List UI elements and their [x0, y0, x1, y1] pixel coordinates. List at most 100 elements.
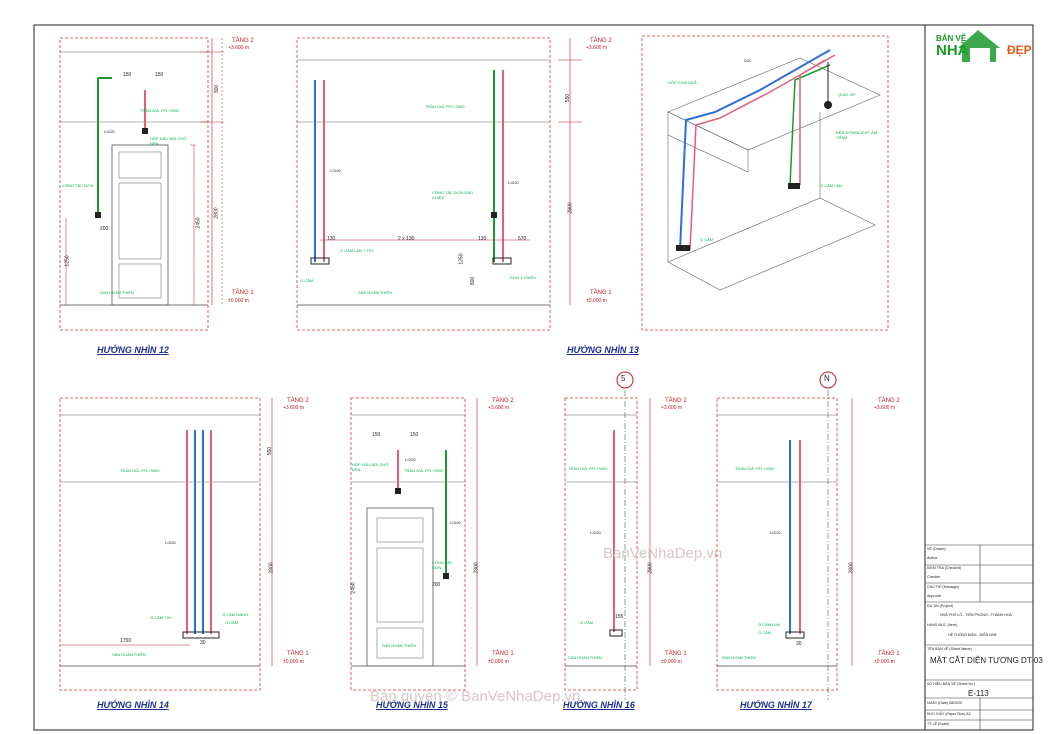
tb-scale: TỶ LỆ (Scale)	[927, 722, 950, 726]
san-hoan-thien-16: SÀN HOÀN THIỆN	[568, 655, 602, 660]
tran-gia-label-13: TRẦN GIẢ, FFL+3000	[425, 104, 465, 109]
tb-sheetno-label: SỐ HIỆU BẢN VẼ (Sheet No.)	[927, 682, 976, 686]
tb-manager-name: Approver	[927, 594, 942, 598]
tb-checked-name: Checker	[927, 575, 941, 579]
level-t1-label-13: TẦNG 1	[590, 290, 612, 296]
dim-200-12: 200	[100, 226, 109, 232]
level-t1-label-15: TẦNG 1	[492, 651, 514, 657]
level-t1-value-13: ±0.000 m	[586, 298, 607, 304]
level-t2-label-16: TẦNG 2	[665, 398, 687, 404]
level-t2-value-14: +3.600 m	[283, 405, 304, 411]
door-15	[366, 507, 434, 667]
level-t2-value-15: +3.600 m	[488, 405, 509, 411]
dim-2x130-13: 2 x 130	[398, 236, 415, 242]
pipe-label-15a: I=D20	[405, 457, 416, 462]
isometric-view	[641, 35, 889, 331]
hop-chia-nga-3d: HỘP CHIA NGẢ	[668, 80, 697, 85]
view-13	[296, 37, 582, 331]
level-t1-label: TẦNG 1	[232, 290, 254, 296]
pipe-d20-3d: D20	[744, 58, 752, 63]
level-t1-value-17: ±0.000 m	[874, 659, 895, 665]
dim-2800-12: 2800	[213, 207, 220, 219]
tb-checked-label: KIỂM TRA (Checked)	[927, 566, 962, 570]
level-t1-label-16: TẦNG 1	[665, 651, 687, 657]
door-12	[111, 144, 169, 306]
tran-gia-label-16: TRẦN GIẢ, FFL+3000	[568, 466, 608, 471]
tb-project-name: NHÀ PHỐ LÔ - TIẾN PHONG - THANH HOÁ	[940, 613, 1012, 617]
level-t1-value-14: ±0.000 m	[283, 659, 304, 665]
dim-2800-17: 2800	[848, 562, 855, 574]
tb-sheet-name: MẶT CẮT DIỆN TƯƠNG DT-03	[930, 656, 1043, 665]
tran-gia-label-12: TRẦN GIẢ, FFL+3000	[140, 108, 180, 113]
view-15-title: HƯỚNG NHÌN 15	[376, 700, 448, 710]
watermark-2: Bản quyền © BanVeNhaDep.vn	[370, 688, 581, 705]
level-t1-value-15: ±0.000 m	[488, 659, 509, 665]
cong-tac-dao-chieu-13: CÔNG TẮC ĐƠN ĐẢO CHIỀU	[432, 190, 474, 200]
tb-drawn-name: Author	[927, 556, 938, 560]
view-13-title: HƯỚNG NHÌN 13	[567, 345, 639, 355]
dim-1750-14: 1750	[120, 638, 132, 644]
dim-2450-15: 2450	[350, 582, 357, 594]
grid-bubble-n	[819, 371, 837, 389]
view-15-frame	[350, 397, 466, 691]
view-16-frame	[564, 397, 638, 691]
dim-550-13: 550	[565, 93, 572, 103]
tb-date: NGÀY (Date) 08/2020	[927, 701, 963, 705]
dim-150-15b: 150	[410, 432, 419, 438]
hop-dau-noi-label-12: HỘP ĐẤU NỐI CHỜ ĐÈN	[150, 136, 187, 146]
o-cam-16: Ổ CẮM	[580, 620, 594, 625]
cong-tac-label-15: CÔNG TẮC ĐƠN	[432, 560, 454, 570]
level-t1-value: ±0.000 m	[228, 298, 249, 304]
pipe-label-13b: I=D20	[508, 180, 519, 185]
dim-1250-12: 1250	[64, 255, 71, 267]
tb-manager-label: CHỦ TRÌ (Manager)	[927, 585, 960, 589]
level-t2-label: TẦNG 2	[232, 38, 254, 44]
pipe-label-16: I=D20	[590, 530, 601, 535]
dim-130-13b: 130	[478, 236, 487, 242]
view-17-title: HƯỚNG NHÌN 17	[740, 700, 812, 710]
view-14-title: HƯỚNG NHÌN 14	[97, 700, 169, 710]
dim-2450-12: 2450	[195, 217, 202, 229]
dim-550-14: 550	[267, 446, 274, 456]
dim-2800-15: 2800	[473, 562, 480, 574]
level-t1-label-17: TẦNG 1	[878, 651, 900, 657]
dim-1250-13: 1250	[458, 253, 465, 265]
dim-2800-16: 2800	[647, 562, 654, 574]
dim-130-13a: 130	[327, 236, 336, 242]
san-hoan-thien-12: SÀN HOÀN THIỆN	[100, 290, 134, 295]
pipe-label-13a: I=D20	[330, 168, 341, 173]
dim-200-15: 200	[432, 582, 441, 588]
view-16	[564, 371, 651, 700]
dim-150-15a: 150	[372, 432, 381, 438]
san-hoan-thien-14: SÀN HOÀN THIỆN	[112, 652, 146, 657]
o-cam-tivi-14: Ổ CẮM TIVI	[150, 615, 172, 620]
o-cam-14: Ổ CẮM	[225, 620, 239, 625]
tran-gia-label-15: TRẦN GIẢ, FFL+3000	[404, 468, 444, 473]
grid-5-text: 5	[621, 374, 626, 383]
level-t2-value-13: +3.600 m	[586, 45, 607, 51]
level-t2-label-13: TẦNG 2	[590, 38, 612, 44]
title-block-lines	[925, 544, 1033, 730]
dim-2800-13: 2800	[567, 202, 574, 214]
view-13-frame	[296, 37, 551, 331]
tb-project-label: DỰ ÁN (Project)	[927, 604, 954, 608]
tb-item-label: HẠNG MỤC (Item)	[927, 623, 957, 627]
logo-line3: ĐẸP	[1007, 43, 1032, 57]
o-cam-17: Ổ CẮM	[758, 630, 772, 635]
don-1-chieu-13: ĐƠN 1 CHIỀU	[510, 275, 537, 280]
dim-2800-14: 2800	[268, 562, 275, 574]
view-12-title: HƯỚNG NHÌN 12	[97, 345, 169, 355]
o-cam-lan-17: Ổ CẮM LAN	[758, 622, 781, 627]
isometric-frame	[641, 35, 889, 331]
tb-drawn-label: VẼ (Drawn)	[927, 547, 946, 551]
den-downlight-3d: ĐÈN DOWNLIGHT ÂM TRẦN	[836, 130, 878, 140]
dim-300-12: 300	[214, 84, 221, 94]
pipe-label-17: I=D20	[770, 530, 781, 535]
cong-tac-label-12: CÔNG TẮC ĐƠN	[62, 183, 94, 188]
pipe-label-12: I=D20	[104, 129, 115, 134]
view-16-title: HƯỚNG NHÌN 16	[563, 700, 635, 710]
tran-gia-label-14: TRẦN GIẢ, FFL+3000	[120, 468, 160, 473]
tran-gia-label-17: TRẦN GIẢ, FFL+3000	[735, 466, 775, 471]
watermark-1: BanVeNhaDep.vn	[603, 545, 723, 562]
